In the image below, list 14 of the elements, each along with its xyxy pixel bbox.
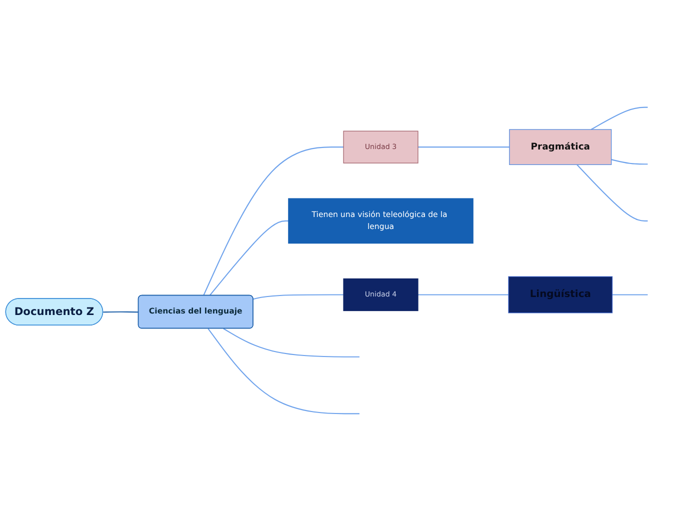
connector [612,294,648,295]
connector [253,294,344,300]
connector [208,328,360,414]
connector [590,106,648,130]
connector [209,220,288,296]
node-box: Pragmática [509,128,612,164]
node-box: Lingüística [508,276,613,313]
connector [418,294,509,295]
connector [203,146,344,296]
connector [611,158,648,164]
connector [103,310,139,312]
connector [223,328,360,357]
connector [418,146,510,148]
connector [576,164,648,221]
